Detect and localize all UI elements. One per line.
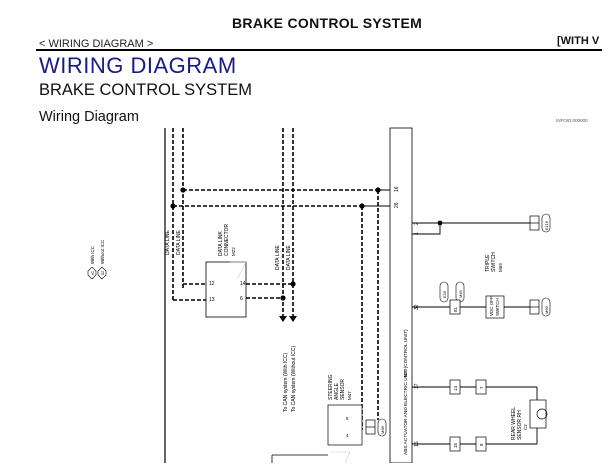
pin-label: 7 <box>479 386 484 389</box>
arrow-down-icon <box>289 316 297 322</box>
pin-label: 15 <box>453 442 458 448</box>
junction-dot <box>280 295 286 301</box>
inline-connectors: 14 7 15 8 <box>449 379 487 452</box>
pin-label: 1 <box>414 232 420 235</box>
connector-code: E25 <box>442 290 447 298</box>
system-title: BRAKE CONTROL SYSTEM <box>39 81 253 99</box>
connector-box <box>449 436 461 452</box>
switch-name-1: TRIPLE <box>485 254 491 272</box>
abs-unit-code: E30 <box>403 368 408 377</box>
junction-dot <box>359 203 365 209</box>
sensor-code: M47 <box>347 391 352 400</box>
can-wires <box>172 128 379 430</box>
connector-oval <box>541 297 551 317</box>
data-link-connector-box <box>205 261 247 318</box>
rear-wheel-sensor: REAR WHEEL SENSOR RH C2 <box>511 399 548 440</box>
data-link-connector: DATA LINK CONNECTOR M22 12 13 14 6 <box>205 223 247 318</box>
page-title: BRAKE CONTROL SYSTEM <box>232 15 423 31</box>
sensor-coil-icon <box>536 408 548 420</box>
data-link-name-1: DATA LINK <box>218 231 224 256</box>
connector-box <box>449 379 461 395</box>
ground-code: E116 <box>544 220 549 230</box>
legend-symbol-without-text: 02 <box>100 270 105 275</box>
legend-symbol-with-text: IC <box>90 271 95 275</box>
connector-code: M49 <box>458 289 463 298</box>
connector-oval <box>439 281 449 303</box>
switch-name-2: SWITCH <box>491 252 497 272</box>
pin-label: 17 <box>414 383 420 389</box>
pin-label: 81 <box>453 306 458 312</box>
section-heading: WIRING DIAGRAM <box>39 53 237 78</box>
wheel-sensor-code: C2 <box>523 424 528 430</box>
sensor-box <box>327 404 363 446</box>
ground-wire-2 <box>412 223 441 235</box>
steering-angle-sensor: STEERING ANGLE SENSOR M47 5 4 M68 <box>271 374 387 463</box>
pin-label: 6 <box>240 296 243 302</box>
info-id: INFOID:000000 <box>556 118 588 123</box>
wire-label: DATA LINE <box>176 230 182 255</box>
pin-label: 14 <box>240 281 246 287</box>
breadcrumb[interactable]: < WIRING DIAGRAM > <box>39 38 154 50</box>
switch-code: M69 <box>498 263 503 272</box>
pin-label: 13 <box>209 297 215 303</box>
pin-label: 5 <box>346 416 349 421</box>
legend-symbol-without <box>97 266 107 280</box>
triple-switch: TRIPLE SWITCH M69 VDC OFF SWITCH <box>485 252 505 319</box>
data-link-code: M22 <box>231 247 236 256</box>
pin-label: 16 <box>394 186 400 192</box>
arrow-down-icon <box>279 316 287 322</box>
switch-label-3: VDC OFF <box>489 296 494 316</box>
ground-connector-e116: E116 <box>529 213 551 233</box>
legend-symbol-with <box>87 266 97 280</box>
legend: IC With ICC 02 Without ICC <box>87 239 107 280</box>
wheel-sensor-name-2: SENSOR RH <box>517 410 523 440</box>
pin-label: 26 <box>394 202 400 208</box>
connector-box <box>475 436 487 452</box>
junction-dot <box>170 203 176 209</box>
wire-label: DATA LINE <box>165 230 171 255</box>
pin-label: 14 <box>453 385 458 391</box>
ground-code: M68 <box>380 425 385 434</box>
header-rule <box>36 49 602 51</box>
connector-box <box>449 299 461 315</box>
legend-without-icc: Without ICC <box>100 239 105 264</box>
junction-dot <box>290 281 296 287</box>
subsection-title: Wiring Diagram <box>39 109 139 125</box>
wire-label: DATA LINE <box>275 245 281 270</box>
connector-oval <box>377 418 387 437</box>
switch-label-4: SWITCH <box>495 298 500 316</box>
ground-connector-m69: M69 <box>529 297 551 317</box>
pin-label: 8 <box>479 443 484 446</box>
junction-dot <box>180 187 186 193</box>
abs-actuator-unit: ABS ACTUATOR AND ELECTRIC UNIT (CONTROL … <box>389 127 420 464</box>
section-tag: [WITH V <box>557 35 600 47</box>
can-note-without-icc: To CAN system (Without ICC) <box>291 346 297 412</box>
wire-label: DATA LINE <box>286 245 292 270</box>
sensor-box <box>529 399 547 429</box>
sensor-name-2: ANGLE <box>334 382 340 400</box>
junction-dot <box>375 187 381 193</box>
legend-with-icc: With ICC <box>90 245 95 264</box>
wheel-sensor-name-1: REAR WHEEL <box>511 407 517 440</box>
switch-box <box>485 295 505 319</box>
sensor-name-3: SENSOR <box>340 378 346 400</box>
connector-box <box>475 379 487 395</box>
sensor-name-1: STEERING <box>328 374 334 400</box>
data-link-name-2: CONNECTOR <box>224 223 230 256</box>
pin-label: 12 <box>209 281 215 287</box>
connector-oval <box>541 213 551 233</box>
junctions <box>170 187 443 301</box>
pin-label: 4 <box>346 433 349 438</box>
abs-unit-label: ABS ACTUATOR AND ELECTRIC UNIT (CONTROL … <box>403 329 409 455</box>
can-note-with-icc: To CAN system (With ICC) <box>283 352 289 412</box>
ground-code: M69 <box>544 305 549 314</box>
watermark-icon <box>230 261 351 464</box>
pin-label: 2 <box>414 222 420 225</box>
connector-e25-m49: E25 M49 81 <box>439 281 465 315</box>
